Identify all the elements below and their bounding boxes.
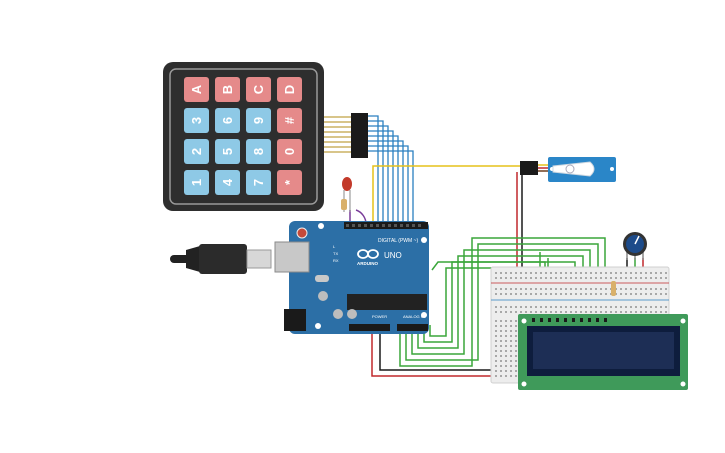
keypad[interactable]: A B C D 3 6 9 #2 5 8 0 1 4 7 * bbox=[163, 62, 368, 211]
keypad-key-label: 1 bbox=[189, 179, 204, 186]
led[interactable] bbox=[341, 177, 352, 212]
keypad-key-3[interactable]: D bbox=[277, 77, 302, 102]
keypad-key-label: D bbox=[282, 85, 297, 94]
led-resistor bbox=[341, 199, 347, 210]
digital-pins bbox=[346, 224, 421, 227]
keypad-key-5[interactable]: 6 bbox=[215, 108, 240, 133]
keypad-ribbon-wires[interactable] bbox=[368, 115, 414, 222]
keypad-key-label: 4 bbox=[220, 178, 235, 186]
keypad-key-label: 2 bbox=[189, 148, 204, 155]
keypad-connector bbox=[351, 113, 368, 158]
servo-connector bbox=[520, 161, 538, 175]
keypad-key-10[interactable]: 8 bbox=[246, 139, 271, 164]
keypad-key-2[interactable]: C bbox=[246, 77, 271, 102]
keypad-key-label: 8 bbox=[251, 148, 266, 155]
mount-hole bbox=[315, 323, 321, 329]
keypad-key-label: 3 bbox=[189, 117, 204, 124]
keypad-key-label: 9 bbox=[251, 117, 266, 124]
analog-label: ANALOG IN bbox=[403, 314, 425, 319]
keypad-key-label: * bbox=[282, 179, 297, 185]
lcd-pins bbox=[532, 318, 607, 322]
power-label: POWER bbox=[372, 314, 387, 319]
reset-button[interactable] bbox=[296, 227, 308, 239]
l-label: L bbox=[333, 244, 336, 249]
arduino-model: UNO bbox=[384, 251, 402, 260]
keypad-key-label: 5 bbox=[220, 148, 235, 155]
lcd-screen bbox=[533, 332, 674, 369]
led-body bbox=[342, 177, 352, 191]
usb-plug bbox=[199, 244, 247, 274]
mount-hole bbox=[421, 237, 427, 243]
lcd-display[interactable] bbox=[518, 314, 688, 390]
keypad-frame bbox=[169, 68, 318, 205]
keypad-key-4[interactable]: 3 bbox=[184, 108, 209, 133]
mount-hole bbox=[421, 312, 427, 318]
crystal bbox=[315, 275, 329, 282]
keypad-key-label: 6 bbox=[220, 117, 235, 124]
keypad-key-8[interactable]: 2 bbox=[184, 139, 209, 164]
digital-header bbox=[344, 222, 428, 229]
atmega-chip bbox=[347, 294, 427, 310]
usb-port bbox=[274, 241, 310, 273]
keypad-key-9[interactable]: 5 bbox=[215, 139, 240, 164]
servo-motor[interactable] bbox=[520, 157, 616, 182]
keypad-keys: A B C D 3 6 9 #2 5 8 0 1 4 7 * bbox=[184, 77, 302, 195]
keypad-key-label: B bbox=[220, 85, 235, 94]
tx-label: TX bbox=[333, 251, 338, 256]
breadboard-resistor bbox=[611, 281, 616, 296]
analog-header bbox=[397, 324, 428, 331]
keypad-key-0[interactable]: A bbox=[184, 77, 209, 102]
lcd-mount bbox=[680, 381, 686, 387]
keypad-key-6[interactable]: 9 bbox=[246, 108, 271, 133]
keypad-key-7[interactable]: # bbox=[277, 108, 302, 133]
arduino-uno[interactable]: DIGITAL (PWM ~) ARDUINO UNO TX RX L POWE… bbox=[274, 221, 429, 334]
keypad-key-1[interactable]: B bbox=[215, 77, 240, 102]
keypad-key-label: A bbox=[189, 84, 204, 94]
dc-jack bbox=[284, 309, 306, 331]
keypad-key-14[interactable]: 7 bbox=[246, 170, 271, 195]
arduino-logo bbox=[357, 249, 379, 259]
keypad-ribbon-pins bbox=[324, 116, 351, 153]
lcd-mount bbox=[680, 318, 686, 324]
keypad-key-13[interactable]: 4 bbox=[215, 170, 240, 195]
servo-mount bbox=[610, 167, 614, 171]
digital-label: DIGITAL (PWM ~) bbox=[378, 238, 418, 244]
usb-cable[interactable] bbox=[170, 244, 272, 274]
capacitors bbox=[318, 291, 357, 319]
potentiometer[interactable] bbox=[623, 232, 647, 260]
keypad-key-label: C bbox=[251, 84, 266, 94]
lcd-mount bbox=[521, 318, 527, 324]
keypad-key-label: 0 bbox=[282, 148, 297, 155]
servo-signal-wire[interactable] bbox=[372, 165, 525, 222]
lcd-mount bbox=[521, 381, 527, 387]
keypad-key-label: 7 bbox=[251, 179, 266, 186]
keypad-key-15[interactable]: * bbox=[277, 170, 302, 195]
keypad-key-11[interactable]: 0 bbox=[277, 139, 302, 164]
keypad-key-label: # bbox=[282, 116, 297, 124]
mount-hole bbox=[318, 223, 324, 229]
arduino-brand: ARDUINO bbox=[357, 261, 378, 266]
rx-label: RX bbox=[333, 258, 339, 263]
power-header bbox=[349, 324, 390, 331]
keypad-key-12[interactable]: 1 bbox=[184, 170, 209, 195]
